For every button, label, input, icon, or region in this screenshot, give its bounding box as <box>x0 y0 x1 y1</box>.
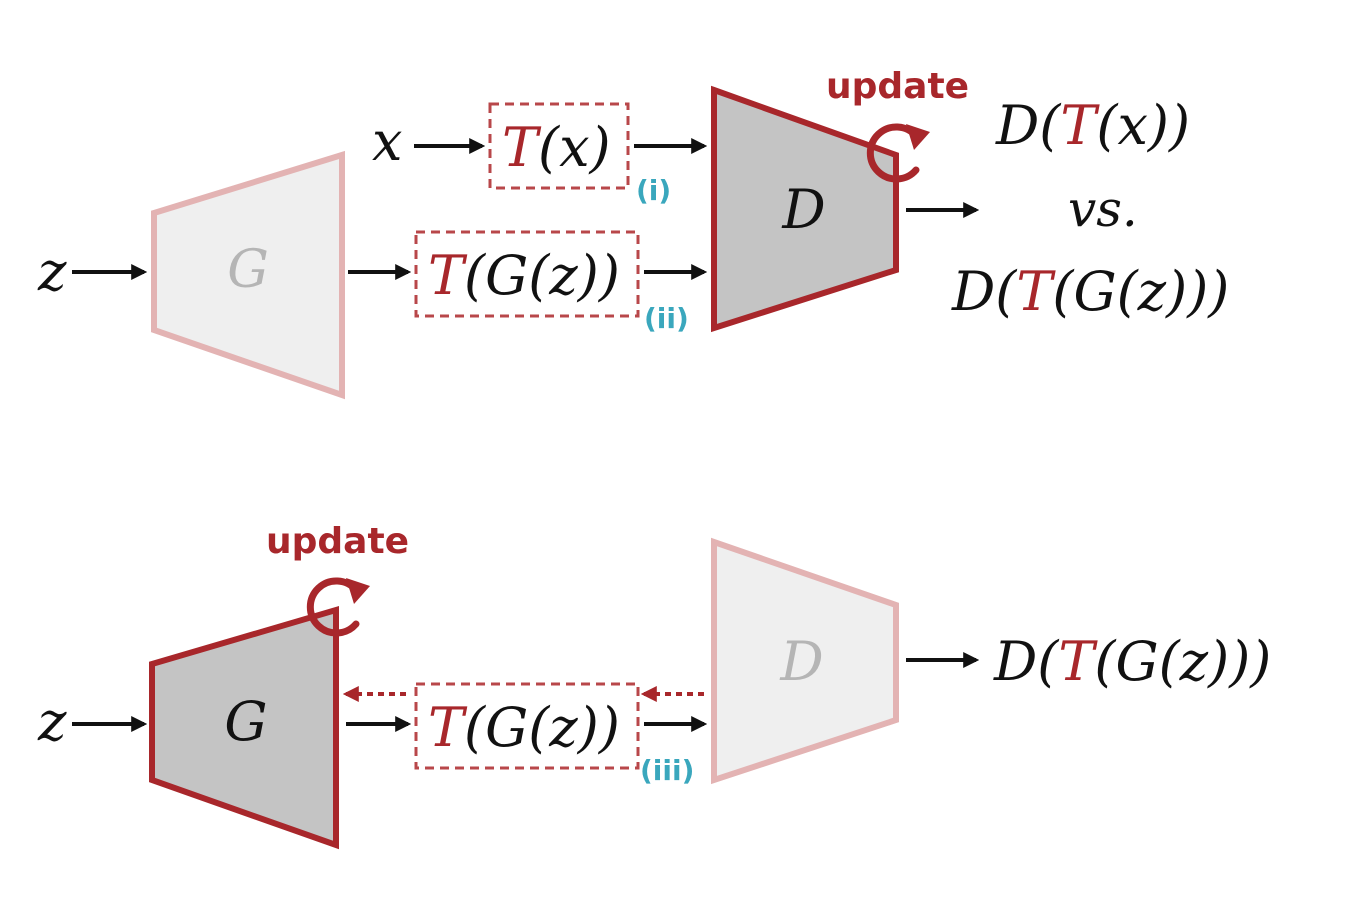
top-output-line3: D(T(G(z))) <box>951 260 1229 323</box>
bottom-out-t: T <box>1058 630 1098 693</box>
bottom-tgz-rest: (G(z)) <box>464 696 620 759</box>
bottom-marker-iii: (iii) <box>640 754 694 787</box>
top-out3-pre: D( <box>951 260 1018 323</box>
bottom-out-post: (G(z))) <box>1094 630 1271 693</box>
top-update-label: update <box>826 66 969 107</box>
top-marker-i: (i) <box>636 174 671 207</box>
bottom-update-rotate-icon <box>306 577 360 637</box>
top-generator-block <box>151 150 345 400</box>
top-tx-t: T <box>502 116 542 179</box>
top-out1-t: T <box>1060 94 1100 157</box>
bottom-discriminator-block <box>711 537 899 785</box>
top-panel: G z x T(x) (i) T(G(z)) (ii) D update <box>37 66 1229 400</box>
top-out3-post: (G(z))) <box>1052 260 1229 323</box>
top-tgz-expression: T(G(z)) <box>428 244 620 307</box>
top-z-input: z <box>37 240 67 303</box>
bottom-update-arrowhead <box>346 578 370 604</box>
top-tgz-box <box>414 230 640 318</box>
bottom-update-label: update <box>266 521 409 562</box>
bottom-panel: z G update T(G(z)) (iii) D D(T(G(z))) <box>37 521 1271 850</box>
bottom-tgz-t: T <box>428 696 468 759</box>
top-tgz-t: T <box>428 244 468 307</box>
top-tx-rest: (x) <box>538 116 611 179</box>
bottom-out-pre: D( <box>993 630 1060 693</box>
top-out3-t: T <box>1016 260 1056 323</box>
bottom-tgz-expression: T(G(z)) <box>428 696 620 759</box>
top-marker-ii: (ii) <box>644 302 689 335</box>
top-out1-post: (x)) <box>1096 94 1190 157</box>
top-update-arrowhead <box>906 124 930 150</box>
top-tgz-rest: (G(z)) <box>464 244 620 307</box>
top-x-input: x <box>372 110 402 173</box>
bottom-tgz-box <box>414 682 640 770</box>
top-discriminator-block <box>711 85 899 333</box>
bottom-generator-label: G <box>224 690 267 753</box>
top-output-line1: D(T(x)) <box>995 94 1190 157</box>
top-tx-expression: T(x) <box>502 116 611 179</box>
bottom-z-input: z <box>37 690 67 753</box>
bottom-output: D(T(G(z))) <box>993 630 1271 693</box>
top-output-vs: vs. <box>1068 180 1138 238</box>
top-out1-pre: D( <box>995 94 1062 157</box>
top-generator-label: G <box>227 240 269 300</box>
bottom-generator-block <box>149 605 339 850</box>
bottom-discriminator-label: D <box>779 630 823 693</box>
top-discriminator-label: D <box>781 178 825 241</box>
top-tx-box <box>488 102 630 190</box>
top-update-rotate-icon <box>866 123 920 183</box>
